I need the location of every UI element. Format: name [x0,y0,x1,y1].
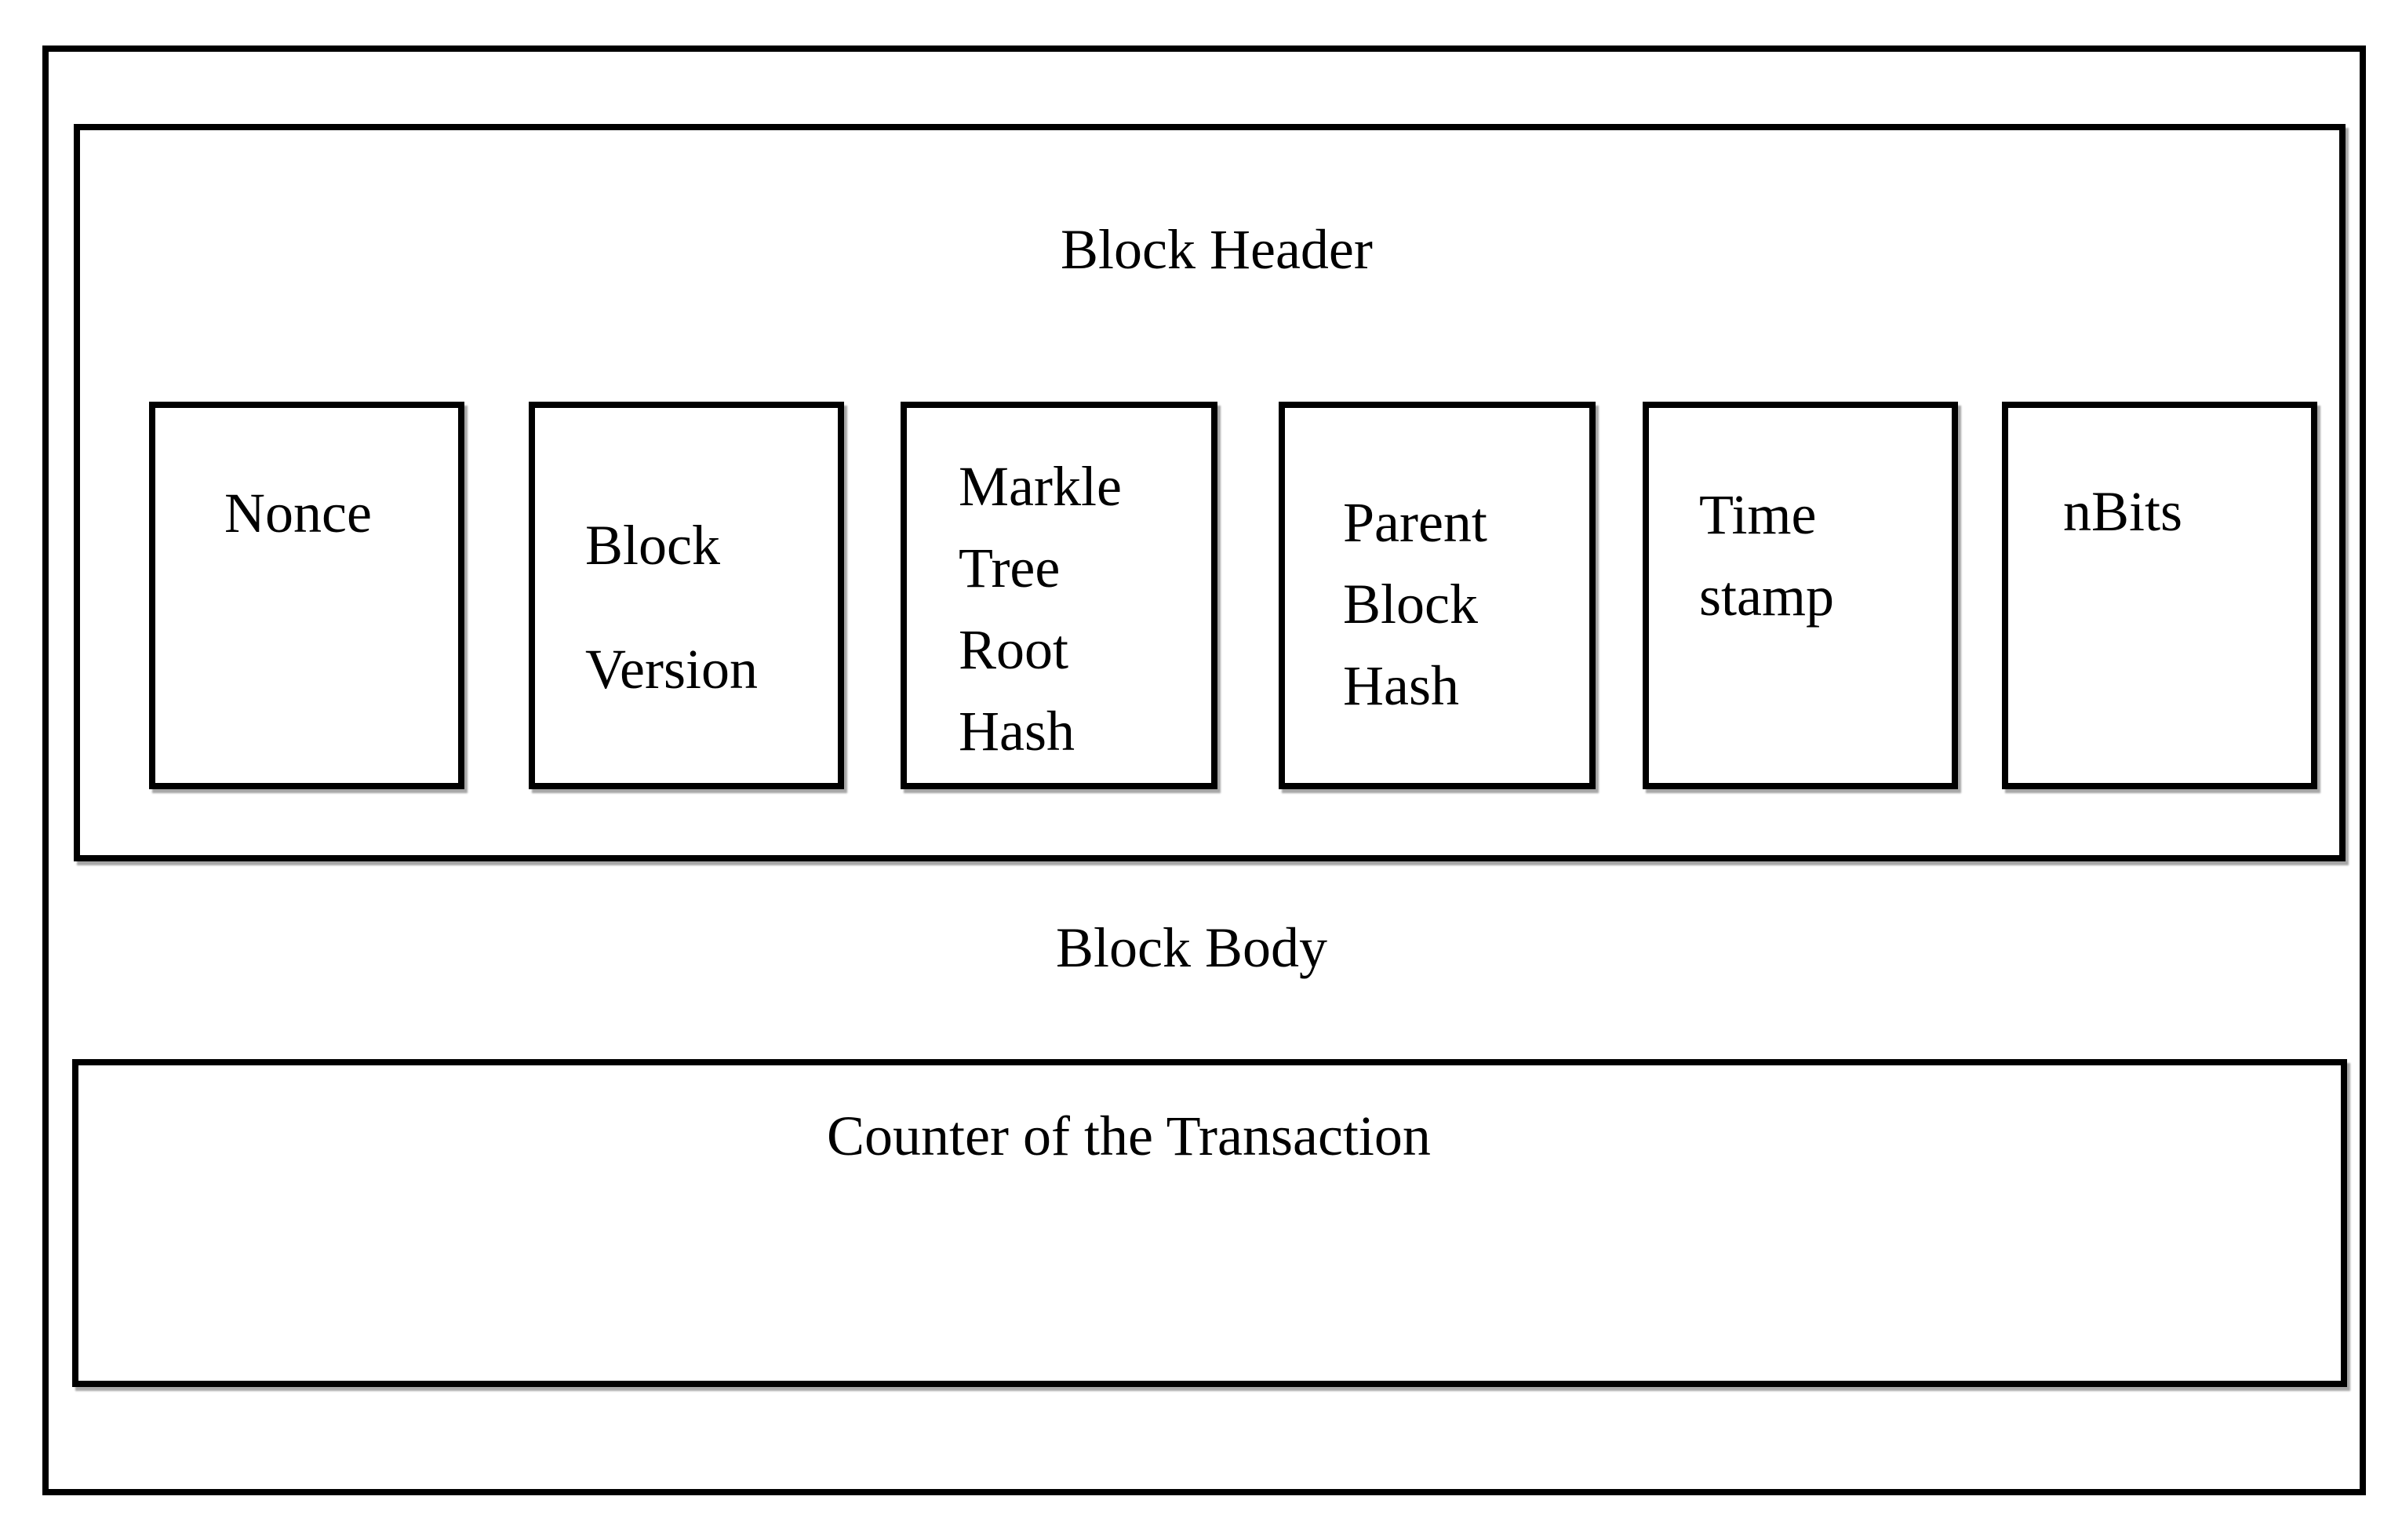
field-label-block-version: Block Version [585,514,758,701]
field-label-time-stamp: Time stamp [1699,483,1834,628]
block-body-title: Block Body [1056,916,1328,979]
field-box-parent-block-hash [1279,402,1596,789]
field-label-parent-block-hash: Parent Block Hash [1343,491,1487,717]
block-header-title: Block Header [1061,218,1373,281]
field-box-markle-tree-root-hash [901,402,1217,789]
field-label-markle-tree-root-hash: Markle Tree Root Hash [959,455,1122,763]
field-box-block-version [529,402,844,789]
field-box-time-stamp [1643,402,1958,789]
field-label-nonce: Nonce [224,482,372,544]
field-box-nbits [2002,402,2317,789]
transaction-counter-label: Counter of the Transaction [827,1105,1431,1167]
field-label-nbits: nBits [2063,480,2183,543]
field-box-nonce [149,402,464,789]
transaction-counter-box [72,1059,2347,1387]
